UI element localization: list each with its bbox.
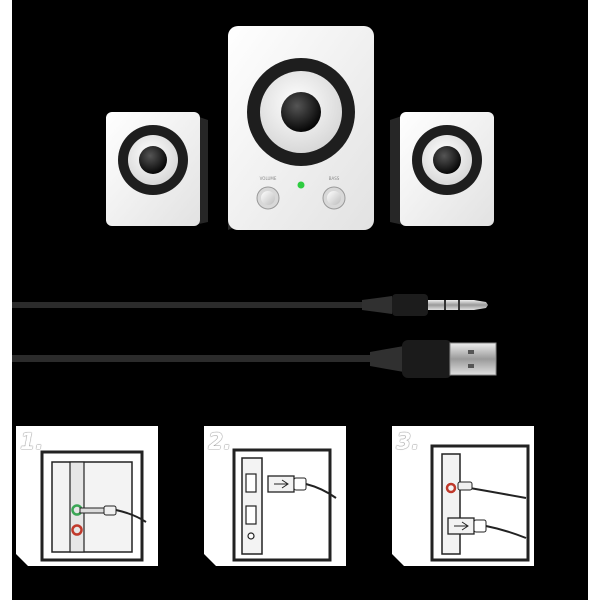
right-satellite-speaker — [390, 112, 494, 226]
step-3-panel: 3. — [392, 426, 534, 566]
step-2-illustration — [204, 426, 346, 566]
usb-plug-connector — [449, 342, 497, 376]
pc-case-panel — [51, 461, 133, 553]
audio-jack-grip — [103, 505, 117, 516]
usb-plug-housing — [402, 340, 452, 378]
audio-plug-ring-2 — [458, 300, 460, 310]
usb-port-lower-icon — [245, 505, 257, 525]
audio-cable-strain-relief — [362, 296, 392, 314]
usb-plug-window-1 — [468, 350, 474, 354]
usb-plug-grip — [473, 519, 487, 533]
step-3-number: 3. — [396, 430, 420, 455]
usb-port-upper-icon — [245, 473, 257, 493]
audio-cable-wire — [12, 302, 364, 308]
left-satellite-speaker — [106, 112, 208, 226]
center-speaker-unit: VOLUME BASS — [228, 26, 374, 230]
step-2-panel: 2. — [204, 426, 346, 566]
bass-knob-label: BASS — [329, 176, 340, 181]
audio-plug-housing — [392, 294, 428, 316]
usb-symbol-icon — [454, 521, 469, 531]
usb-plug-grip — [293, 477, 307, 491]
step-1-illustration — [16, 426, 158, 566]
step-3-illustration — [392, 426, 534, 566]
audio-plug-ring-1 — [444, 300, 446, 310]
audio-plug-shaft — [428, 300, 474, 310]
pc-front-strip — [441, 453, 461, 555]
audio-port-icon — [247, 532, 255, 540]
usb-cable-strain-relief — [370, 346, 404, 372]
left-speaker-dust-cap — [139, 146, 167, 174]
step-2-number: 2. — [208, 430, 232, 455]
audio-jack-cable — [12, 294, 488, 316]
step-1-panel: 1. — [16, 426, 158, 566]
step-1-number: 1. — [20, 430, 44, 455]
usb-wire — [485, 525, 527, 539]
mic-port-red-icon — [71, 524, 83, 536]
audio-jack-plug — [79, 507, 105, 514]
speaker-system-illustration: VOLUME BASS — [12, 26, 497, 378]
audio-jack-grip — [457, 481, 473, 491]
usb-symbol-icon — [274, 479, 289, 489]
usb-cable-wire — [12, 355, 372, 362]
power-led-icon — [297, 181, 305, 189]
audio-jack-wire — [115, 509, 147, 523]
audio-plug-tip — [474, 300, 488, 310]
bass-knob-cap — [327, 191, 341, 205]
usb-wire — [305, 483, 337, 499]
usb-power-cable — [12, 340, 497, 378]
mic-port-red-icon — [445, 482, 457, 494]
right-speaker-dust-cap — [433, 146, 461, 174]
product-image: VOLUME BASS — [12, 0, 588, 600]
volume-knob-cap — [261, 191, 275, 205]
usb-plug-window-2 — [468, 364, 474, 368]
center-unit-dust-cap — [281, 92, 321, 132]
volume-knob-label: VOLUME — [260, 176, 277, 181]
